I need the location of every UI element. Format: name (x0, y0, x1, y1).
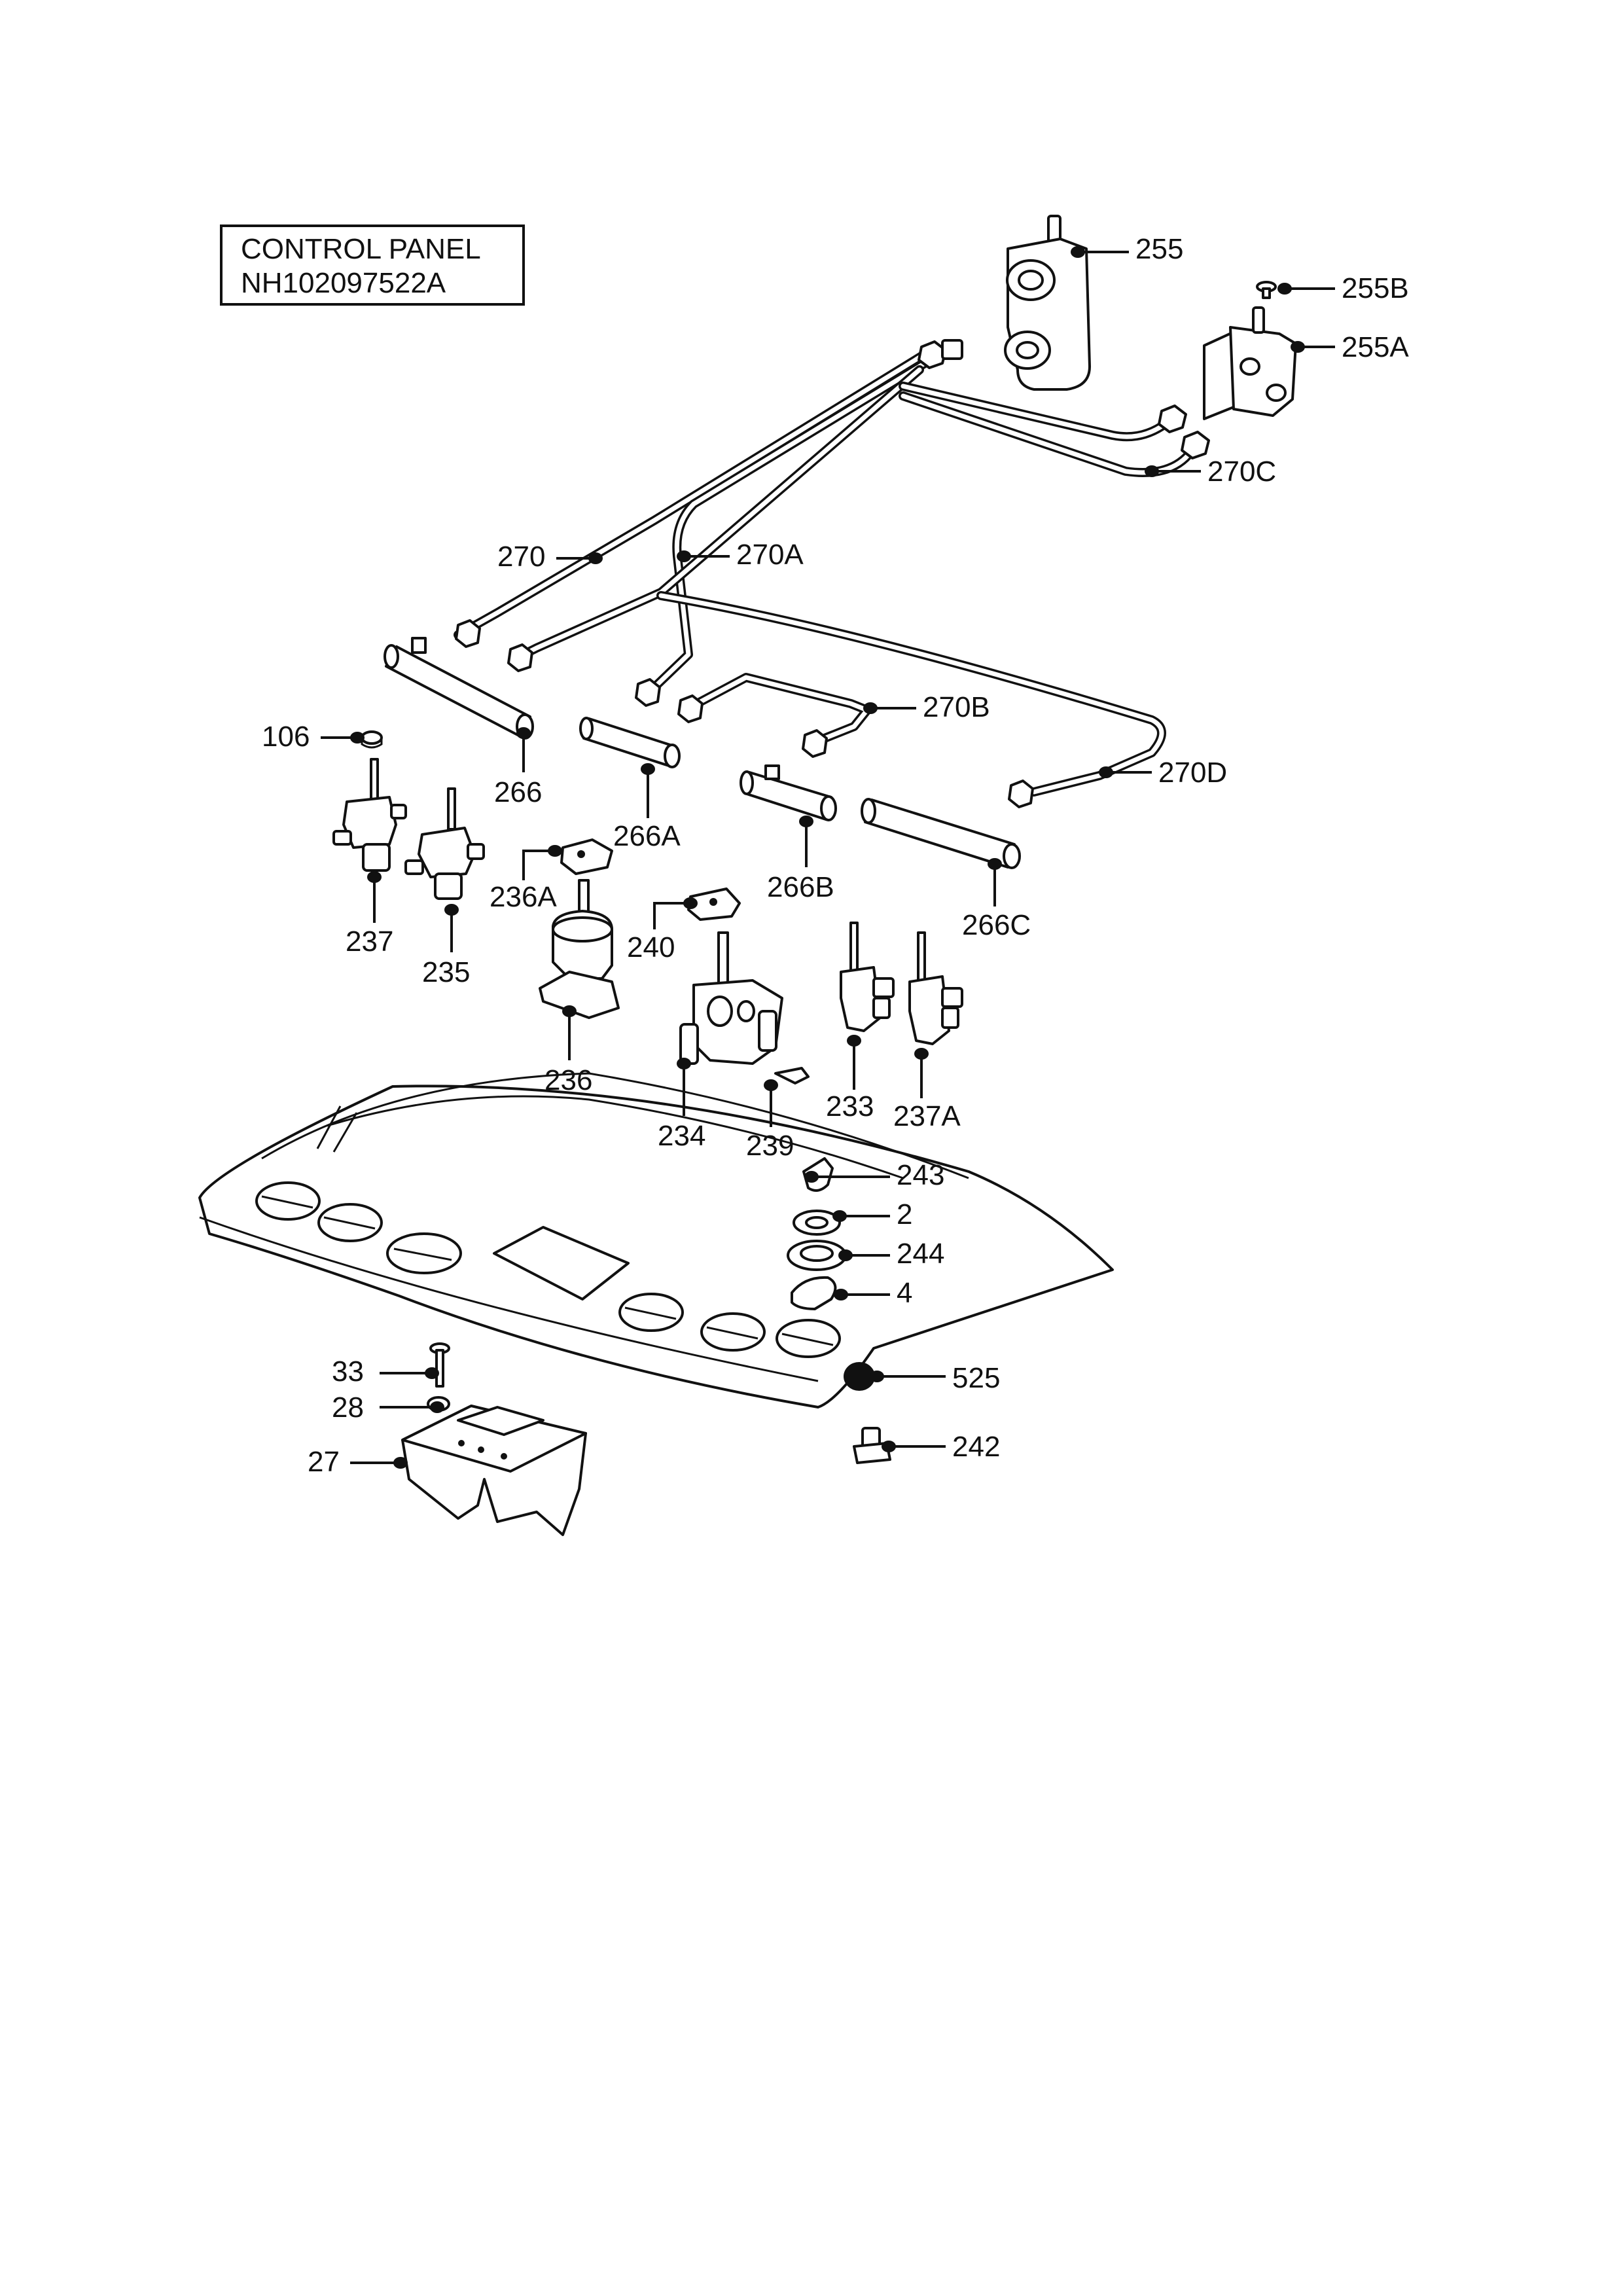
part-33-knob-shaft (429, 1342, 450, 1388)
leader-dot (393, 1457, 408, 1469)
leader-line (522, 850, 555, 880)
leader-dot (1071, 246, 1085, 258)
part-255b-screw (1256, 281, 1277, 299)
part-240-gasket (687, 888, 741, 921)
callout-label: 106 (262, 721, 310, 753)
leader-dot (516, 727, 531, 739)
callout-label: 239 (746, 1130, 794, 1162)
callout-label: 33 (332, 1355, 364, 1388)
callout-label: 235 (422, 956, 470, 988)
callout-label: 266A (613, 820, 681, 852)
part-266b-tube (740, 764, 837, 821)
leader-dot (677, 550, 691, 562)
callout-label: 240 (627, 931, 675, 963)
leader-dot (1277, 283, 1292, 295)
leader-dot (588, 552, 603, 564)
callout-label: 234 (658, 1120, 705, 1152)
callout-label: 237 (346, 925, 393, 958)
leader-dot (804, 1171, 819, 1183)
part-266a-tube (579, 717, 681, 768)
leader-dot (425, 1367, 439, 1379)
callout-label: 233 (826, 1090, 874, 1122)
leader-dot (548, 845, 562, 857)
leader-dot (834, 1289, 848, 1300)
callout-label: 266B (767, 871, 834, 903)
callout-label: 255B (1342, 272, 1409, 304)
part-106-cap (361, 730, 383, 749)
callout-label: 4 (897, 1277, 912, 1309)
leader-dot (562, 1005, 577, 1017)
callout-label: 266C (962, 909, 1031, 941)
leader-dot (1291, 341, 1305, 353)
control-panel-fascia (198, 1072, 1114, 1408)
callout-label: 255 (1135, 233, 1183, 265)
part-2-ring (793, 1210, 841, 1236)
callout-label: 270D (1158, 757, 1227, 789)
callout-label: 255A (1342, 331, 1409, 363)
part-244-bezel (787, 1240, 847, 1271)
callout-label: 2 (897, 1198, 912, 1230)
callout-label: 27 (308, 1446, 340, 1478)
callout-label: 28 (332, 1391, 364, 1424)
diagram-title-box: CONTROL PANEL NH102097522A (220, 224, 525, 306)
leader-dot (847, 1035, 861, 1047)
leader-dot (1099, 766, 1113, 778)
part-255-valve-body (1004, 215, 1091, 391)
part-236a-gasket (560, 838, 613, 875)
leader-line (653, 902, 690, 929)
part-266c-tube (861, 798, 1021, 869)
callout-label: 237A (893, 1100, 961, 1132)
leader-dot (430, 1401, 444, 1413)
burner-tubes (383, 637, 1021, 869)
part-239-clip (774, 1067, 810, 1085)
leader-dot (882, 1441, 896, 1452)
burner-knob-recesses (255, 1181, 841, 1358)
leader-dot (799, 816, 813, 827)
callout-label: 236 (544, 1064, 592, 1096)
leader-dot (683, 897, 698, 909)
callout-label: 266 (494, 776, 542, 808)
part-234-oven-tap (679, 931, 783, 1065)
part-237-gas-tap (332, 758, 407, 872)
pipe-fittings (455, 339, 1210, 808)
part-237a-gas-tap (908, 931, 963, 1045)
part-27-timer (401, 1405, 587, 1536)
diagram-title: CONTROL PANEL (241, 233, 481, 265)
callout-label: 242 (952, 1431, 1000, 1463)
leader-dot (870, 1371, 884, 1382)
callout-label: 243 (897, 1159, 944, 1191)
callout-label: 270C (1207, 456, 1276, 488)
part-255a-valve (1203, 306, 1297, 420)
callout-label: 525 (952, 1362, 1000, 1394)
callout-label: 270 (497, 541, 545, 573)
part-233-gas-tap (840, 922, 895, 1032)
callout-label: 236A (490, 881, 557, 913)
leader-dot (444, 904, 459, 916)
leader-dot (863, 702, 878, 714)
leader-dot (988, 858, 1002, 870)
leader-dot (641, 763, 655, 775)
leader-dot (1145, 465, 1159, 477)
part-236-thermostat-tap (539, 879, 620, 1019)
leader-dot (367, 871, 382, 883)
part-4-spring-plate (791, 1276, 837, 1310)
leader-dot (350, 732, 365, 744)
part-525-button (844, 1362, 875, 1391)
callout-label: 270B (923, 691, 990, 723)
leader-dot (764, 1079, 778, 1091)
leader-dot (677, 1058, 691, 1069)
callout-label: 244 (897, 1238, 944, 1270)
display-window (493, 1226, 630, 1300)
part-235-gas-tap (404, 787, 485, 900)
leader-dot (914, 1048, 929, 1060)
leader-dot (832, 1210, 847, 1222)
callout-labels: 255 255B 255A 270C 270 270A 270B 270D 10… (262, 233, 1409, 1478)
leader-dot (838, 1249, 853, 1261)
gas-pipes (454, 348, 1196, 797)
callout-label: 270A (736, 539, 804, 571)
part-242-switch (853, 1427, 891, 1464)
diagram-part-number: NH102097522A (241, 267, 446, 299)
